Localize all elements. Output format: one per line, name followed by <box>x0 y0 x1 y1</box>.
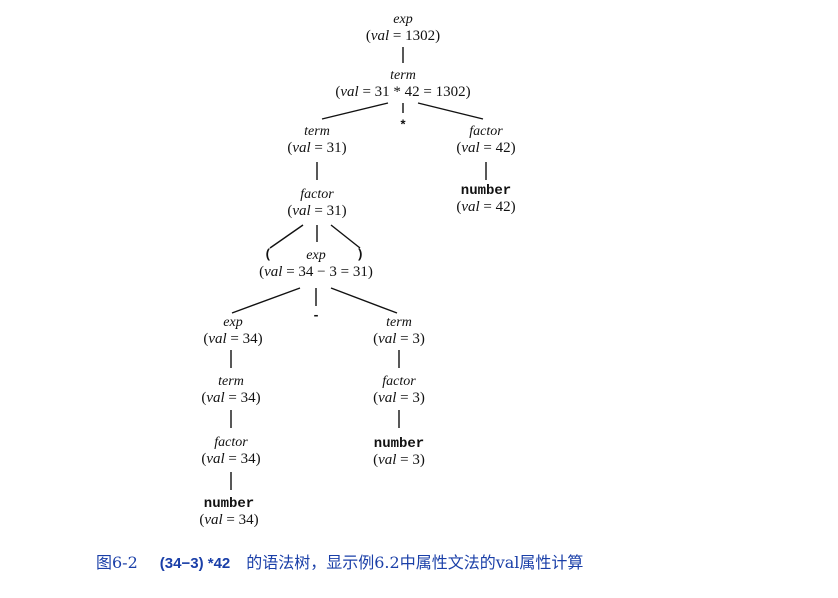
node-exp-root: exp (val = 1302) <box>366 12 440 45</box>
node-label: number <box>460 183 512 199</box>
attr-name: val <box>461 199 480 216</box>
node-label: exp <box>306 248 326 263</box>
right-paren-symbol: ) <box>356 247 364 262</box>
node-label: factor <box>382 374 416 389</box>
attr-name: val <box>378 452 397 469</box>
node-label: exp <box>393 12 413 27</box>
node-value: (val = 31) <box>287 203 347 220</box>
node-label: factor <box>214 435 248 450</box>
attr-name: val <box>204 512 223 529</box>
edge <box>330 224 361 249</box>
attr-value: = 34) <box>222 512 259 529</box>
attr-value: = 42) <box>479 140 516 157</box>
attr-value: = 34 − 3 = 31) <box>282 264 373 281</box>
node-value: (val = 3) <box>373 390 425 407</box>
node-value: (val = 34) <box>203 331 263 348</box>
node-term-3: term (val = 3) <box>373 315 425 348</box>
edge <box>231 287 301 314</box>
attr-name: val <box>292 203 311 220</box>
node-number-3: number (val = 3) <box>373 436 425 469</box>
attr-value: = 31 * 42 = 1302) <box>358 84 471 101</box>
times-symbol: * <box>399 118 407 133</box>
attr-name: val <box>461 140 480 157</box>
attr-name: val <box>370 28 390 45</box>
node-label: term <box>390 68 416 83</box>
edge <box>417 102 484 120</box>
attr-value: = 31) <box>310 140 347 157</box>
node-value: (val = 3) <box>373 452 425 469</box>
figure-caption: 图6-2 (34−3) *42 的语法树，显示例6.2中属性文法的val属性计算 <box>96 549 583 573</box>
node-label: term <box>218 374 244 389</box>
node-label: factor <box>300 187 334 202</box>
attr-name: val <box>378 390 397 407</box>
node-value: (val = 3) <box>373 331 425 348</box>
node-label: factor <box>469 124 503 139</box>
node-label: number <box>203 496 255 512</box>
node-exp-31: exp (val = 34 − 3 = 31) <box>259 248 373 281</box>
attr-value: = 34) <box>224 451 261 468</box>
attr-value: = 31) <box>310 203 347 220</box>
node-factor-31: factor (val = 31) <box>287 187 346 220</box>
node-term-product: term (val = 31 * 42 = 1302) <box>335 68 470 101</box>
node-value: (val = 42) <box>456 140 516 157</box>
node-exp-34: exp (val = 34) <box>203 315 262 348</box>
node-value: (val = 34) <box>199 512 259 529</box>
node-number-34: number (val = 34) <box>199 496 258 529</box>
edge <box>330 287 398 314</box>
node-value: (val = 1302) <box>365 28 441 45</box>
node-term-31: term (val = 31) <box>287 124 346 157</box>
node-label: term <box>386 315 412 330</box>
attr-value: = 1302) <box>389 28 441 45</box>
minus-symbol: - <box>312 308 320 323</box>
node-value: (val = 31 * 42 = 1302) <box>335 84 471 101</box>
node-label: exp <box>223 315 243 330</box>
attr-value: = 3) <box>396 452 425 469</box>
left-paren-symbol: ( <box>264 247 272 262</box>
attr-value: = 34) <box>226 331 263 348</box>
node-value: (val = 34) <box>201 390 261 407</box>
node-factor-3: factor (val = 3) <box>373 374 425 407</box>
attr-value: = 42) <box>479 199 516 216</box>
attr-name: val <box>292 140 311 157</box>
node-number-42: number (val = 42) <box>456 183 515 216</box>
edge <box>321 102 389 120</box>
attr-name: val <box>206 390 225 407</box>
node-value: (val = 34 − 3 = 31) <box>259 264 373 281</box>
node-value: (val = 42) <box>456 199 516 216</box>
attr-name: val <box>264 264 283 281</box>
node-value: (val = 34) <box>201 451 261 468</box>
node-label: term <box>304 124 330 139</box>
edge <box>269 224 304 249</box>
figure-label: 图6-2 <box>96 553 138 572</box>
node-factor-34: factor (val = 34) <box>201 435 260 468</box>
node-factor-42: factor (val = 42) <box>456 124 515 157</box>
attr-value: = 3) <box>396 390 425 407</box>
attr-value: = 34) <box>224 390 261 407</box>
node-label: number <box>373 436 425 452</box>
attr-name: val <box>208 331 227 348</box>
attr-value: = 3) <box>396 331 425 348</box>
attr-name: val <box>206 451 225 468</box>
caption-expression: (34−3) *42 <box>159 555 231 572</box>
node-term-34: term (val = 34) <box>201 374 260 407</box>
caption-text: 的语法树，显示例6.2中属性文法的val属性计算 <box>246 553 584 572</box>
attr-name: val <box>378 331 397 348</box>
node-value: (val = 31) <box>287 140 347 157</box>
attr-name: val <box>340 84 359 101</box>
